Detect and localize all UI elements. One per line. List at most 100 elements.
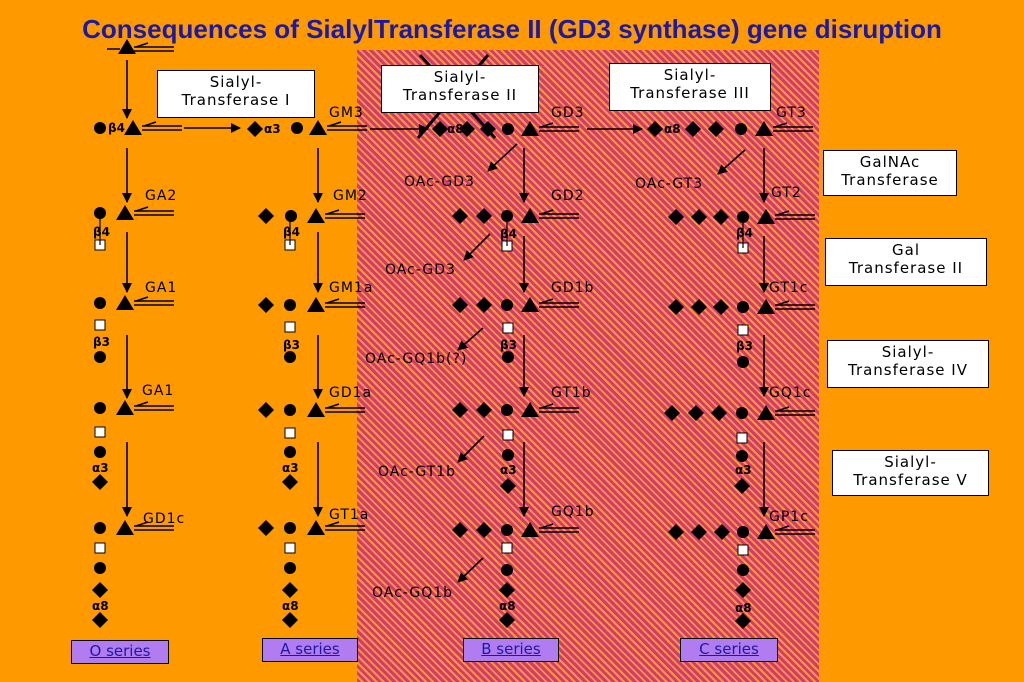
sialic-acid-diamond-icon — [282, 612, 298, 628]
label-ga1: GA1 — [145, 280, 177, 296]
linkage-label: β3 — [283, 338, 300, 352]
label-oac-gt1b: OAc-GT1b — [378, 464, 456, 480]
glc-gal-circle-icon — [502, 123, 514, 135]
glc-gal-circle-icon — [284, 299, 296, 311]
sialic-acid-diamond-icon — [714, 524, 730, 540]
galnac-triangle-icon — [116, 520, 134, 535]
galnac-triangle-icon — [116, 205, 134, 220]
sialic-acid-diamond-icon — [664, 405, 680, 421]
glc-gal-circle-icon — [291, 122, 303, 134]
linkage-label: α3 — [282, 461, 299, 475]
glc-gal-circle-icon — [502, 449, 514, 461]
gal-square-icon — [284, 427, 296, 439]
sialic-acid-diamond-icon — [685, 121, 701, 137]
pathway-arrow — [463, 233, 491, 261]
pathway-arrow — [457, 557, 484, 583]
linkage-label: β4 — [500, 227, 517, 241]
label-gm2: GM2 — [333, 188, 368, 204]
linkage-label: α8 — [447, 122, 464, 136]
glc-gal-circle-icon — [94, 522, 106, 534]
galnac-triangle-icon — [116, 400, 134, 415]
galnac-triangle-icon — [307, 208, 325, 223]
enzyme-sialyltransferase-5: Sialyl-Transferase V — [832, 450, 989, 496]
label-gm3: GM3 — [329, 105, 364, 121]
sialic-acid-diamond-icon — [452, 402, 468, 418]
label-gt1c: GT1c — [769, 280, 809, 296]
linkage-label: α8 — [499, 599, 516, 613]
sialic-acid-diamond-icon — [432, 121, 448, 137]
glc-gal-circle-icon — [94, 402, 106, 414]
label-oac-gd3-a: OAc-GD3 — [404, 174, 475, 190]
sialic-acid-diamond-icon — [476, 297, 492, 313]
label-ga2: GA2 — [145, 188, 177, 204]
sialic-acid-diamond-icon — [691, 299, 707, 315]
enzyme-sialyltransferase-4: Sialyl-Transferase IV — [827, 340, 989, 388]
sialic-acid-diamond-icon — [247, 121, 263, 137]
pathway-arrow — [457, 435, 485, 463]
linkage-label: β4 — [108, 121, 125, 135]
sialic-acid-diamond-icon — [734, 478, 750, 494]
label-gd1a: GD1a — [329, 385, 372, 401]
galnac-triangle-icon — [521, 208, 539, 223]
linkage-label: β3 — [93, 335, 110, 349]
gal-square-icon — [501, 542, 513, 554]
sialic-acid-diamond-icon — [476, 208, 492, 224]
sialic-acid-diamond-icon — [476, 522, 492, 538]
galnac-triangle-icon — [307, 520, 325, 535]
sialic-acid-diamond-icon — [499, 582, 515, 598]
pathway-arrows — [122, 60, 769, 583]
gal-square-icon — [94, 426, 106, 438]
galnac-triangle-icon — [116, 295, 134, 310]
label-gq1c: GQ1c — [769, 385, 811, 401]
gal-square-icon — [94, 319, 106, 331]
gal-square-icon — [284, 321, 296, 333]
glc-gal-circle-icon — [94, 122, 106, 134]
sialic-acid-diamond-icon — [258, 297, 274, 313]
galnac-triangle-icon — [757, 299, 775, 314]
linkage-label: β3 — [736, 339, 753, 353]
glc-gal-circle-icon — [737, 301, 749, 313]
gal-square-icon — [737, 544, 749, 556]
linkage-label: α3 — [735, 463, 752, 477]
sialic-acid-diamond-icon — [452, 522, 468, 538]
glc-gal-circle-icon — [284, 522, 296, 534]
glc-gal-circle-icon — [501, 404, 513, 416]
series-a-label: A series — [262, 638, 358, 662]
label-gd1c: GD1c — [143, 511, 185, 527]
gal-square-icon — [737, 324, 749, 336]
sialic-acid-diamond-icon — [282, 474, 298, 490]
label-gq1b: GQ1b — [551, 504, 595, 520]
sialic-acid-diamond-icon — [459, 121, 475, 137]
sialic-acid-diamond-icon — [668, 299, 684, 315]
sialic-acid-diamond-icon — [500, 478, 516, 494]
label-gd3: GD3 — [551, 105, 585, 121]
linkage-label: α3 — [92, 461, 109, 475]
label-gp1c: GP1c — [769, 509, 809, 525]
sialic-acid-diamond-icon — [668, 209, 684, 225]
label-gd1b: GD1b — [551, 280, 594, 296]
galnac-triangle-icon — [521, 121, 539, 136]
label-gt2: GT2 — [771, 185, 802, 201]
sialic-acid-diamond-icon — [691, 524, 707, 540]
linkage-label: β4 — [283, 225, 300, 239]
glc-gal-circle-icon — [736, 407, 748, 419]
glc-gal-circle-icon — [284, 446, 296, 458]
galnac-triangle-icon — [307, 297, 325, 312]
sialic-acid-diamond-icon — [92, 474, 108, 490]
galnac-triangle-icon — [755, 121, 773, 136]
sialic-acid-diamond-icon — [282, 582, 298, 598]
glc-gal-circle-icon — [285, 210, 297, 222]
linkage-label: α3 — [264, 122, 281, 136]
series-b-label: B series — [463, 638, 559, 662]
gal-square-icon — [736, 432, 748, 444]
galnac-triangle-icon — [307, 402, 325, 417]
linkage-label: α3 — [500, 463, 517, 477]
label-oac-gq1b-question: OAc-GQ1b(?) — [365, 351, 467, 367]
gal-square-icon — [284, 542, 296, 554]
gal-square-icon — [94, 542, 106, 554]
label-gd2: GD2 — [551, 188, 585, 204]
sialic-acid-diamond-icon — [735, 613, 751, 629]
glc-gal-circle-icon — [737, 356, 749, 368]
